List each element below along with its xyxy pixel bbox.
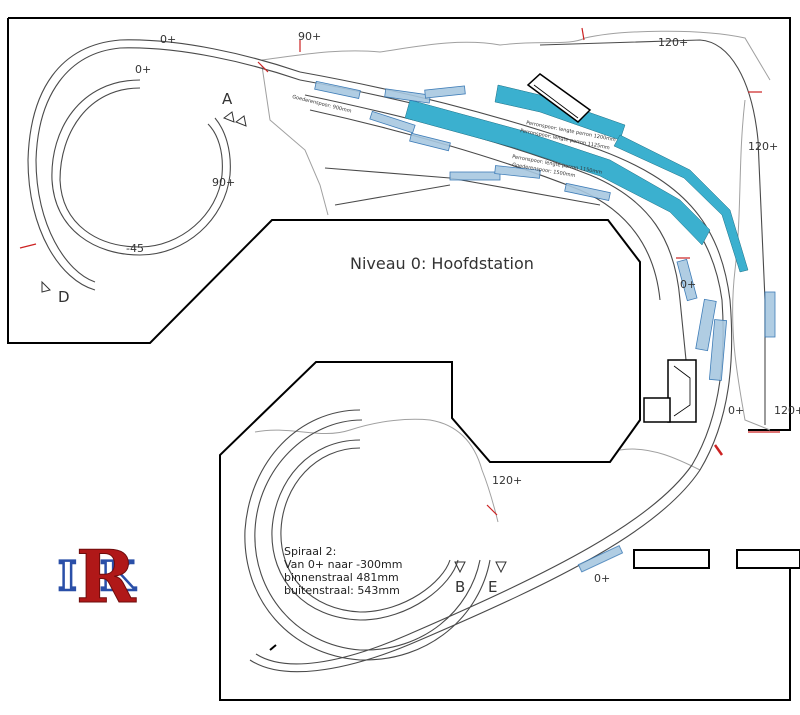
connection-letter-a: A <box>222 90 233 108</box>
svg-text:buitenstraal: 543mm: buitenstraal: 543mm <box>284 584 400 597</box>
svg-text:R: R <box>76 534 137 619</box>
mainline-tracks <box>249 39 766 673</box>
connection-letter-d: D <box>58 288 70 306</box>
baseboard-gap-right <box>736 549 800 569</box>
small-building-icon <box>643 359 697 423</box>
height-label: 90+ <box>298 30 321 43</box>
height-label: -45 <box>126 242 144 255</box>
station-building-icon <box>526 73 592 123</box>
height-label: 120+ <box>658 36 688 49</box>
height-label: 120+ <box>774 404 800 417</box>
turnouts <box>314 80 776 573</box>
height-label: 120+ <box>748 140 778 153</box>
svg-text:Spiraal 2:: Spiraal 2: <box>284 545 336 558</box>
height-label: 0+ <box>680 278 696 291</box>
height-label: 0+ <box>160 33 176 46</box>
height-label: 0+ <box>135 63 151 76</box>
rk-logo-icon: I K R <box>57 534 138 620</box>
scenery-contours <box>254 30 771 523</box>
level-title: Niveau 0: Hoofdstation <box>350 254 534 273</box>
baseboard-gap-left <box>633 549 710 569</box>
height-label: 0+ <box>594 572 610 585</box>
mark <box>269 644 277 651</box>
platforms <box>404 84 749 273</box>
upper-loop-tracks <box>27 39 301 291</box>
platform-label: Goederenspoor: 900mm <box>292 94 353 115</box>
platform-3 <box>613 134 749 273</box>
svg-text:binnenstraal 481mm: binnenstraal 481mm <box>284 571 399 584</box>
connection-letter-b: B <box>455 578 465 596</box>
connection-letter-e: E <box>488 578 497 596</box>
direction-arrow-icon <box>41 111 507 574</box>
svg-text:Van 0+ naar -300mm: Van 0+ naar -300mm <box>284 558 402 571</box>
height-markers <box>19 27 780 516</box>
height-label: 120+ <box>492 474 522 487</box>
height-label: 90+ <box>212 176 235 189</box>
spiral-2-tracks <box>244 409 491 661</box>
spiral-info: Spiraal 2: Van 0+ naar -300mm binnenstra… <box>284 545 402 597</box>
svg-text:K: K <box>100 553 136 600</box>
platform-2 <box>404 99 711 246</box>
height-label: 0+ <box>728 404 744 417</box>
svg-text:I: I <box>58 553 77 600</box>
